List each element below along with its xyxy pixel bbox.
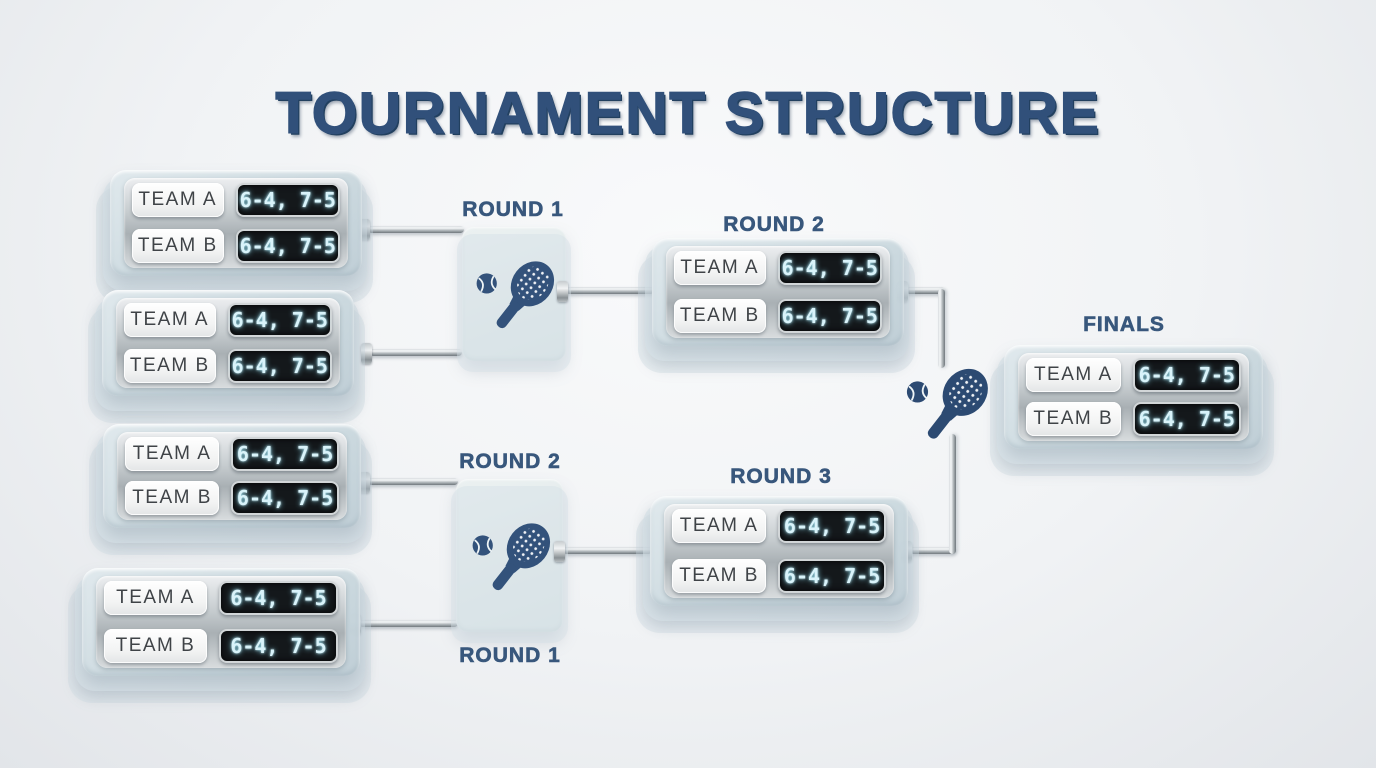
score-display: 6-4, 7-5 (777, 251, 882, 285)
semifinal-match-card-1: TEAM A 6-4, 7-5 TEAM B 6-4, 7-5 (638, 238, 915, 373)
score-display: 6-4, 7-5 (218, 581, 338, 615)
finals-match-card: TEAM A 6-4, 7-5 TEAM B 6-4, 7-5 (990, 345, 1274, 476)
score-display: 6-4, 7-5 (218, 629, 338, 663)
team-row: TEAM A 6-4, 7-5 (132, 183, 340, 217)
team-row: TEAM B 6-4, 7-5 (672, 559, 886, 593)
connector-rod (359, 620, 458, 627)
semifinal-match-card-2: TEAM A 6-4, 7-5 TEAM B 6-4, 7-5 (636, 496, 919, 633)
team-name-label: TEAM A (124, 303, 216, 337)
page-title: TOURNAMENT STRUCTURE (275, 80, 1101, 147)
connector-flange (557, 281, 568, 302)
team-name-label: TEAM B (104, 629, 207, 663)
team-row: TEAM A 6-4, 7-5 (125, 437, 339, 471)
padel-racket-ball-icon (471, 513, 554, 600)
connector-rod (566, 287, 654, 294)
score-display: 6-4, 7-5 (777, 299, 882, 333)
score-display: 6-4, 7-5 (227, 349, 332, 383)
team-name-label: TEAM A (672, 509, 767, 543)
quarterfinal-match-card-4: TEAM A 6-4, 7-5 TEAM B 6-4, 7-5 (68, 568, 371, 703)
round-label: ROUND 2 (723, 213, 825, 237)
team-name-label: TEAM B (124, 349, 216, 383)
score-display: 6-4, 7-5 (235, 183, 340, 217)
team-name-label: TEAM A (132, 183, 224, 217)
team-name-label: TEAM B (1026, 402, 1121, 436)
padel-racket-ball-icon (905, 358, 992, 449)
team-name-label: TEAM B (132, 229, 224, 263)
quarterfinal-match-card-1: TEAM A 6-4, 7-5 TEAM B 6-4, 7-5 (96, 170, 373, 303)
team-row: TEAM A 6-4, 7-5 (674, 251, 882, 285)
score-display: 6-4, 7-5 (235, 229, 340, 263)
score-display: 6-4, 7-5 (778, 559, 886, 593)
team-name-label: TEAM A (1026, 358, 1121, 392)
connector-rod (370, 349, 462, 356)
team-row: TEAM B 6-4, 7-5 (132, 229, 340, 263)
team-name-label: TEAM A (104, 581, 207, 615)
round-label: ROUND 3 (730, 465, 832, 489)
team-name-label: TEAM B (674, 299, 766, 333)
team-row: TEAM B 6-4, 7-5 (125, 481, 339, 515)
round-label: ROUND 1 (459, 644, 561, 668)
score-display: 6-4, 7-5 (778, 509, 886, 543)
connector-flange (554, 541, 565, 562)
connector-rod (910, 547, 956, 554)
team-name-label: TEAM A (674, 251, 766, 285)
team-name-label: TEAM B (125, 481, 220, 515)
connector-rod (368, 226, 464, 233)
connector-flange (361, 343, 372, 364)
team-row: TEAM A 6-4, 7-5 (672, 509, 886, 543)
connector-rod (938, 289, 945, 368)
score-display: 6-4, 7-5 (231, 437, 339, 471)
connector-rod (563, 547, 652, 554)
score-display: 6-4, 7-5 (227, 303, 332, 337)
round-label: ROUND 1 (462, 198, 564, 222)
round-2-junction-card (451, 479, 568, 643)
team-name-label: TEAM A (125, 437, 220, 471)
quarterfinal-match-card-2: TEAM A 6-4, 7-5 TEAM B 6-4, 7-5 (88, 290, 365, 423)
quarterfinal-match-card-3: TEAM A 6-4, 7-5 TEAM B 6-4, 7-5 (89, 424, 372, 555)
connector-rod (368, 478, 458, 485)
score-display: 6-4, 7-5 (1132, 358, 1241, 392)
team-name-label: TEAM B (672, 559, 767, 593)
team-row: TEAM B 6-4, 7-5 (124, 349, 332, 383)
padel-racket-ball-icon (475, 251, 558, 338)
connector-rod (906, 287, 945, 294)
round-label: ROUND 2 (459, 450, 561, 474)
team-row: TEAM B 6-4, 7-5 (104, 629, 338, 663)
team-row: TEAM A 6-4, 7-5 (1026, 358, 1241, 392)
round-label: FINALS (1083, 313, 1165, 337)
round-1-junction-card (457, 227, 571, 372)
connector-rod (949, 434, 956, 554)
team-row: TEAM A 6-4, 7-5 (124, 303, 332, 337)
team-row: TEAM A 6-4, 7-5 (104, 581, 338, 615)
score-display: 6-4, 7-5 (1132, 402, 1241, 436)
team-row: TEAM B 6-4, 7-5 (1026, 402, 1241, 436)
team-row: TEAM B 6-4, 7-5 (674, 299, 882, 333)
score-display: 6-4, 7-5 (231, 481, 339, 515)
